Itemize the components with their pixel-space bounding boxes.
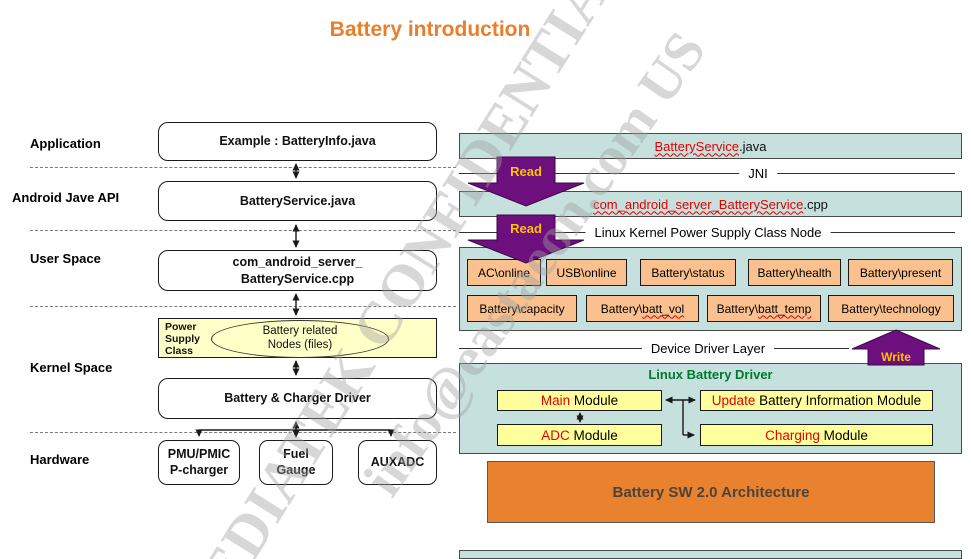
box-batteryservice-cpp: com_android_server_ BatteryService.cpp [158,250,437,291]
node-battery-technology: Battery\technology [828,295,954,322]
read-arrow-top-label: Read [510,164,542,179]
layer-label-hardware: Hardware [30,452,90,467]
layer-label-kernel-space: Kernel Space [30,360,113,375]
box-batteryservice-java-text: BatteryService.java [239,193,356,208]
module-main: Main Module [497,390,662,411]
power-supply-class-label: Power Supply Class [165,321,201,358]
device-driver-label: Device Driver Layer [641,341,775,356]
box-pmu-pmic: PMU/PMIC P-charger [158,440,240,485]
box-batteryservice-cpp-line2: BatteryService.cpp [240,271,355,286]
batteryservice-java-red: BatteryService [654,138,740,154]
box-batteryservice-cpp-line1: com_android_server_ [232,255,363,270]
write-arrow: Write [851,329,941,366]
layer-label-android-api: Android Jave API [12,190,120,205]
jni-divider-line [459,173,955,174]
com-android-server-red: com_android_server_BatteryService [593,196,804,212]
read-arrow-bottom-label: Read [510,221,542,236]
node-battery-status: Battery\status [640,259,736,286]
module-adc: ADC Module [497,424,662,446]
jni-label: JNI [739,166,777,181]
box-com-android-server-cpp: com_android_server_BatteryService.cpp [459,191,962,217]
module-charging: Charging Module [700,424,933,446]
node-battery-health: Battery\health [748,259,841,286]
box-batteryservice-java: BatteryService.java [158,181,437,221]
write-arrow-label: Write [881,350,911,364]
layer-divider [30,167,456,168]
battery-nodes-ellipse: Battery related Nodes (files) [211,320,389,358]
node-battery-batt-temp: Battery\batt_temp [707,295,821,322]
page-title: Battery introduction [329,18,531,41]
box-batteryinfo-example-text: Example : BatteryInfo.java [219,134,376,149]
box-batteryservice-java-right: BatteryService.java [459,133,962,159]
battery-sw-architecture-box: Battery SW 2.0 Architecture [487,461,935,523]
node-ac-online: AC\online [467,259,541,286]
box-power-supply-class: Power Supply Class Battery related Nodes… [158,318,437,358]
box-fuel-gauge: Fuel Gauge [259,440,333,485]
layer-label-application: Application [30,136,101,151]
box-batteryinfo-example: Example : BatteryInfo.java [158,122,437,161]
node-battery-present: Battery\present [848,259,953,286]
bottom-teal-strip [459,550,962,559]
kernel-node-label: Linux Kernel Power Supply Class Node [585,225,831,240]
box-auxadc: AUXADC [358,440,437,485]
layer-divider [30,230,456,231]
linux-battery-driver-title: Linux Battery Driver [648,367,773,382]
layer-divider [30,306,456,307]
node-usb-online: USB\online [546,259,627,286]
box-battery-charger-driver-text: Battery & Charger Driver [224,391,371,406]
node-battery-capacity: Battery\capacity [467,295,577,322]
layer-divider [30,432,456,433]
box-battery-charger-driver: Battery & Charger Driver [158,378,437,419]
layer-label-user-space: User Space [30,251,101,266]
module-update-battery-info: Update Battery Information Module [700,390,933,411]
node-battery-batt-vol: Battery\batt_vol [586,295,699,322]
